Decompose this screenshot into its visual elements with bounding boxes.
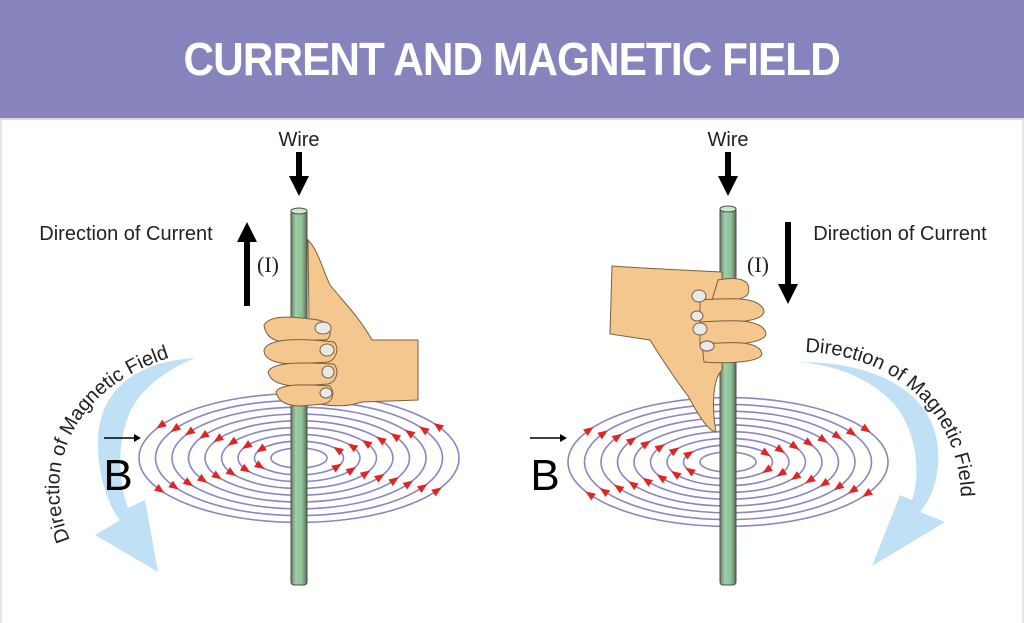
field-direction-arrowhead-icon xyxy=(599,487,611,497)
field-direction-arrowhead-icon xyxy=(845,427,857,437)
current-down-arrow-icon xyxy=(778,222,798,304)
field-direction-sweep-arrow-icon xyxy=(95,358,195,572)
field-direction-arrowhead-icon xyxy=(254,460,265,470)
wire-pointer-arrow-icon xyxy=(718,152,738,196)
field-direction-arrowhead-icon xyxy=(625,437,637,447)
field-direction-arrowhead-icon xyxy=(774,444,785,453)
field-direction-arrowhead-icon xyxy=(199,429,210,439)
field-direction-arrowhead-icon xyxy=(597,430,608,440)
field-direction-arrowhead-icon xyxy=(333,446,344,456)
title-banner: CURRENT AND MAGNETIC FIELD xyxy=(0,0,1024,120)
field-direction-arrowhead-icon xyxy=(156,419,167,429)
current-up-arrow-icon xyxy=(237,222,257,306)
field-direction-sweep-arrow-icon xyxy=(800,362,945,566)
field-direction-arrowhead-icon xyxy=(862,488,873,498)
field-direction-arrowhead-icon xyxy=(685,467,696,477)
field-direction-arrowhead-icon xyxy=(225,467,237,477)
field-direction-arrowhead-icon xyxy=(182,477,194,487)
field-direction-arrowhead-icon xyxy=(416,483,428,493)
field-direction-arrowhead-icon xyxy=(431,487,442,497)
field-direction-arrowhead-icon xyxy=(376,436,387,446)
field-direction-arrowhead-icon xyxy=(388,477,399,487)
wire-label: Wire xyxy=(278,129,319,151)
field-direction-arrowhead-icon xyxy=(433,422,444,432)
field-direction-arrowhead-icon xyxy=(583,426,594,436)
field-direction-arrowhead-icon xyxy=(833,481,845,491)
field-direction-arrowhead-icon xyxy=(374,473,385,483)
diagram-area xyxy=(0,120,1024,623)
field-direction-arrowhead-icon xyxy=(668,447,680,457)
field-direction-arrowhead-icon xyxy=(359,470,371,480)
current-symbol: (I) xyxy=(747,252,769,277)
field-direction-arrowhead-icon xyxy=(628,481,639,491)
field-direction-arrowhead-icon xyxy=(656,474,668,484)
field-direction-arrowhead-icon xyxy=(168,480,179,490)
field-direction-arrowhead-icon xyxy=(196,473,208,483)
field-direction-arrowhead-icon xyxy=(762,464,773,474)
field-direction-arrowhead-icon xyxy=(170,423,182,433)
wire xyxy=(719,205,737,586)
field-direction-arrowhead-icon xyxy=(361,439,373,449)
field-direction-arrowhead-icon xyxy=(239,463,251,473)
current-direction-label: Direction of Current xyxy=(813,223,987,245)
field-direction-arrowhead-icon xyxy=(402,480,414,490)
field-direction-arrowhead-icon xyxy=(256,443,267,453)
field-direction-arrowhead-icon xyxy=(213,433,224,443)
field-direction-arrowhead-icon xyxy=(390,433,402,443)
field-direction-arrowhead-icon xyxy=(331,463,342,473)
wire-pointer-arrow-icon xyxy=(289,152,309,196)
field-direction-arrowhead-icon xyxy=(184,426,196,436)
field-direction-arrowhead-icon xyxy=(760,447,771,457)
field-direction-arrowhead-icon xyxy=(788,440,800,450)
field-direction-arrowhead-icon xyxy=(242,440,253,449)
field-direction-arrowhead-icon xyxy=(642,477,653,487)
field-direction-arrowhead-icon xyxy=(803,437,814,447)
field-direction-arrowhead-icon xyxy=(585,491,596,501)
field-direction-arrowhead-icon xyxy=(860,423,871,433)
right-panel: Wire Direction of Current (I) xyxy=(530,129,987,586)
field-direction-arrowhead-icon xyxy=(345,467,356,476)
field-direction-arrowhead-icon xyxy=(613,484,625,494)
field-direction-arrowhead-icon xyxy=(817,433,828,443)
field-direction-arrowhead-icon xyxy=(776,467,788,477)
field-direction-arrowhead-icon xyxy=(347,443,359,453)
svg-text:B: B xyxy=(103,451,132,500)
field-direction-arrowhead-icon xyxy=(211,470,222,480)
field-direction-arrowhead-icon xyxy=(683,450,694,460)
left-panel: Wire Direction of Current (I) xyxy=(39,129,460,586)
right-hand-thumb-down xyxy=(609,265,767,433)
current-direction-label: Direction of Current xyxy=(39,223,213,245)
wire-label: Wire xyxy=(707,129,748,151)
field-direction-arrowhead-icon xyxy=(227,436,239,446)
field-direction-arrowhead-icon xyxy=(154,484,165,494)
current-symbol: (I) xyxy=(257,252,279,277)
field-direction-arrowhead-icon xyxy=(640,440,651,450)
right-hand-thumb-up xyxy=(263,238,419,407)
b-vector-symbol: B xyxy=(530,434,567,500)
field-direction-arrowhead-icon xyxy=(419,426,430,436)
field-direction-arrowhead-icon xyxy=(654,443,666,453)
field-direction-arrowhead-icon xyxy=(819,477,831,487)
field-direction-arrowhead-icon xyxy=(805,474,816,484)
field-direction-arrowhead-icon xyxy=(671,471,682,480)
field-direction-arrowhead-icon xyxy=(611,433,623,443)
field-direction-arrowhead-icon xyxy=(790,471,802,481)
svg-text:B: B xyxy=(530,451,559,500)
page-title: CURRENT AND MAGNETIC FIELD xyxy=(183,33,841,85)
field-direction-arrowhead-icon xyxy=(404,429,416,439)
field-direction-label: Direction of Magnetic Field xyxy=(805,335,978,497)
field-direction-arrowhead-icon xyxy=(831,430,843,440)
field-direction-arrowhead-icon xyxy=(848,484,859,494)
b-vector-symbol: B xyxy=(103,434,141,500)
